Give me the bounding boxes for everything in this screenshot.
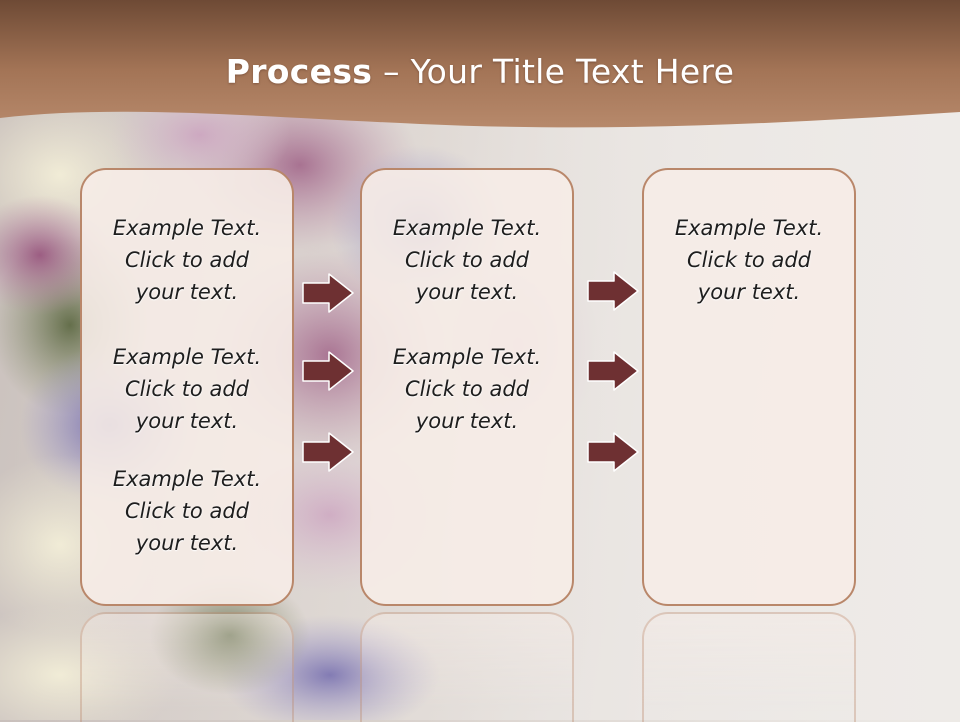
text-line: your text.	[135, 531, 239, 555]
text-line: your text.	[135, 409, 239, 433]
text-line: your text.	[415, 280, 519, 304]
text-line: your text.	[415, 409, 519, 433]
right-arrow-icon	[302, 273, 354, 313]
box-text[interactable]: Example Text. Click to add your text.	[362, 212, 572, 308]
box-reflection	[642, 612, 856, 722]
text-line: your text.	[135, 280, 239, 304]
process-box-2[interactable]: Example Text. Click to add your text. Ex…	[360, 168, 574, 606]
right-arrow-icon	[587, 271, 639, 311]
right-arrow-icon	[587, 351, 639, 391]
text-line: Click to add	[124, 377, 249, 401]
header-band	[0, 0, 960, 128]
box-text[interactable]: Example Text. Click to add your text.	[82, 341, 292, 437]
right-arrow-icon	[302, 351, 354, 391]
title-bold-part: Process	[225, 52, 373, 91]
box-text[interactable]: Example Text. Click to add your text.	[82, 212, 292, 308]
text-line: your text.	[697, 280, 801, 304]
right-arrow-icon	[587, 432, 639, 472]
text-line: Click to add	[686, 248, 811, 272]
slide-title[interactable]: Process – Your Title Text Here	[0, 52, 960, 91]
text-line: Click to add	[124, 499, 249, 523]
text-line: Click to add	[404, 377, 529, 401]
text-line: Example Text.	[112, 216, 262, 240]
box-reflection	[360, 612, 574, 722]
process-box-3[interactable]: Example Text. Click to add your text.	[642, 168, 856, 606]
text-line: Click to add	[124, 248, 249, 272]
box-text[interactable]: Example Text. Click to add your text.	[82, 463, 292, 559]
box-reflection	[80, 612, 294, 722]
right-arrow-icon	[302, 432, 354, 472]
box-text[interactable]: Example Text. Click to add your text.	[644, 212, 854, 308]
text-line: Example Text.	[392, 216, 542, 240]
text-line: Example Text.	[112, 345, 262, 369]
text-line: Example Text.	[392, 345, 542, 369]
process-box-1[interactable]: Example Text. Click to add your text. Ex…	[80, 168, 294, 606]
text-line: Example Text.	[112, 467, 262, 491]
box-text[interactable]: Example Text. Click to add your text.	[362, 341, 572, 437]
text-line: Example Text.	[674, 216, 824, 240]
text-line: Click to add	[404, 248, 529, 272]
title-rest-part: – Your Title Text Here	[372, 52, 735, 91]
